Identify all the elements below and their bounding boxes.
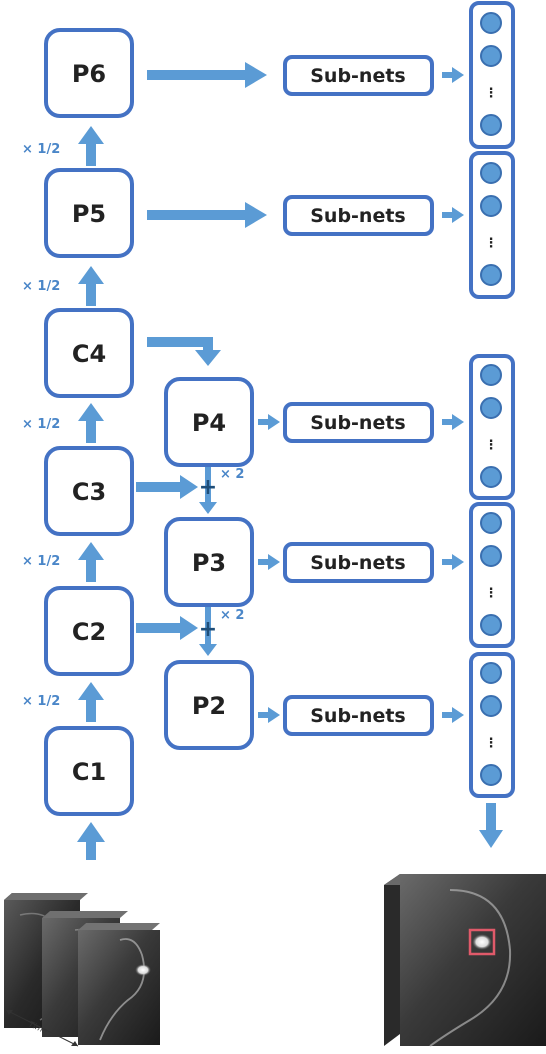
label-c3: C3 <box>72 478 106 506</box>
output-circle <box>481 265 501 285</box>
input-image-stack: Time <box>4 893 160 1046</box>
arrow-subnet1-to-output <box>442 67 464 83</box>
input-lesion <box>135 964 151 976</box>
arrow-p6-to-subnet <box>147 62 267 88</box>
output-circle <box>481 196 501 216</box>
arrow-subnet5-to-output <box>442 707 464 723</box>
output-circle <box>481 615 501 635</box>
output-ellipsis: ⋮ <box>485 236 498 251</box>
label-c2: C2 <box>72 618 106 646</box>
label-p6: P6 <box>72 60 106 88</box>
input-slice-top <box>4 893 88 900</box>
subnet-labels: Sub-nets Sub-nets Sub-nets Sub-nets Sub-… <box>310 65 406 727</box>
subnet-boxes <box>285 57 432 734</box>
arrow-p5-to-p6 <box>78 126 104 166</box>
output-circle <box>481 663 501 683</box>
subnet-label-p4: Sub-nets <box>310 412 406 434</box>
output-vectors: ⋮ ⋮ ⋮ ⋮ ⋮ <box>471 3 513 796</box>
output-result-image <box>384 874 546 1046</box>
output-circle <box>481 513 501 533</box>
upsample-label-p3-p2: × 2 <box>220 608 244 623</box>
subnet-label-p5: Sub-nets <box>310 205 406 227</box>
label-p2: P2 <box>192 692 226 720</box>
output-circle <box>481 13 501 33</box>
result-side <box>384 874 400 1046</box>
output-circle <box>481 696 501 716</box>
arrow-p5-to-subnet <box>147 202 267 228</box>
downsample-label-c1-c2: × 1/2 <box>22 694 60 709</box>
merge-symbol-upper: + <box>199 475 217 500</box>
input-slice-top <box>78 923 160 930</box>
arrow-subnet2-to-output <box>442 207 464 223</box>
input-slice-top <box>42 911 128 918</box>
result-lesion <box>472 934 492 950</box>
output-ellipsis: ⋮ <box>485 86 498 101</box>
downsample-label-c3-c4: × 1/2 <box>22 417 60 432</box>
arrow-p3-to-subnet <box>258 554 280 570</box>
arrow-c3-to-c4 <box>78 403 104 443</box>
downsample-label-p5-p6: × 1/2 <box>22 142 60 157</box>
arrow-c4-to-p4 <box>147 337 221 366</box>
output-ellipsis: ⋮ <box>485 438 498 453</box>
subnet-label-p6: Sub-nets <box>310 65 406 87</box>
label-p3: P3 <box>192 549 226 577</box>
output-ellipsis: ⋮ <box>485 586 498 601</box>
subnet-label-p2: Sub-nets <box>310 705 406 727</box>
arrow-p4-to-subnet <box>258 414 280 430</box>
downsample-label-c4-p5: × 1/2 <box>22 279 60 294</box>
label-c4: C4 <box>72 340 106 368</box>
downsample-label-c2-c3: × 1/2 <box>22 554 60 569</box>
output-ellipsis: ⋮ <box>485 736 498 751</box>
merge-symbol-lower: + <box>199 617 217 642</box>
output-circle <box>481 115 501 135</box>
arrow-c2-to-c3 <box>78 542 104 582</box>
arrow-c2-to-merge <box>136 616 198 640</box>
output-circle <box>481 398 501 418</box>
subnet-label-p3: Sub-nets <box>310 552 406 574</box>
label-p5: P5 <box>72 200 106 228</box>
arrow-c4-to-p5 <box>78 266 104 306</box>
output-circle <box>481 163 501 183</box>
output-circle <box>481 365 501 385</box>
output-circle <box>481 46 501 66</box>
arrow-output-to-result <box>479 803 503 848</box>
upsample-label-p4-p3: × 2 <box>220 467 244 482</box>
arrow-c1-to-c2 <box>78 682 104 722</box>
arrow-subnet3-to-output <box>442 414 464 430</box>
result-scan <box>400 874 546 1046</box>
label-c1: C1 <box>72 758 106 786</box>
output-circle <box>481 467 501 487</box>
input-slice-front <box>78 930 160 1045</box>
arrow-subnet4-to-output <box>442 554 464 570</box>
arrow-c3-to-merge <box>136 475 198 499</box>
label-p4: P4 <box>192 409 226 437</box>
output-circle <box>481 765 501 785</box>
arrow-input-to-c1 <box>77 822 105 860</box>
output-circle <box>481 546 501 566</box>
arrows <box>77 62 503 860</box>
arrow-p2-to-subnet <box>258 707 280 723</box>
